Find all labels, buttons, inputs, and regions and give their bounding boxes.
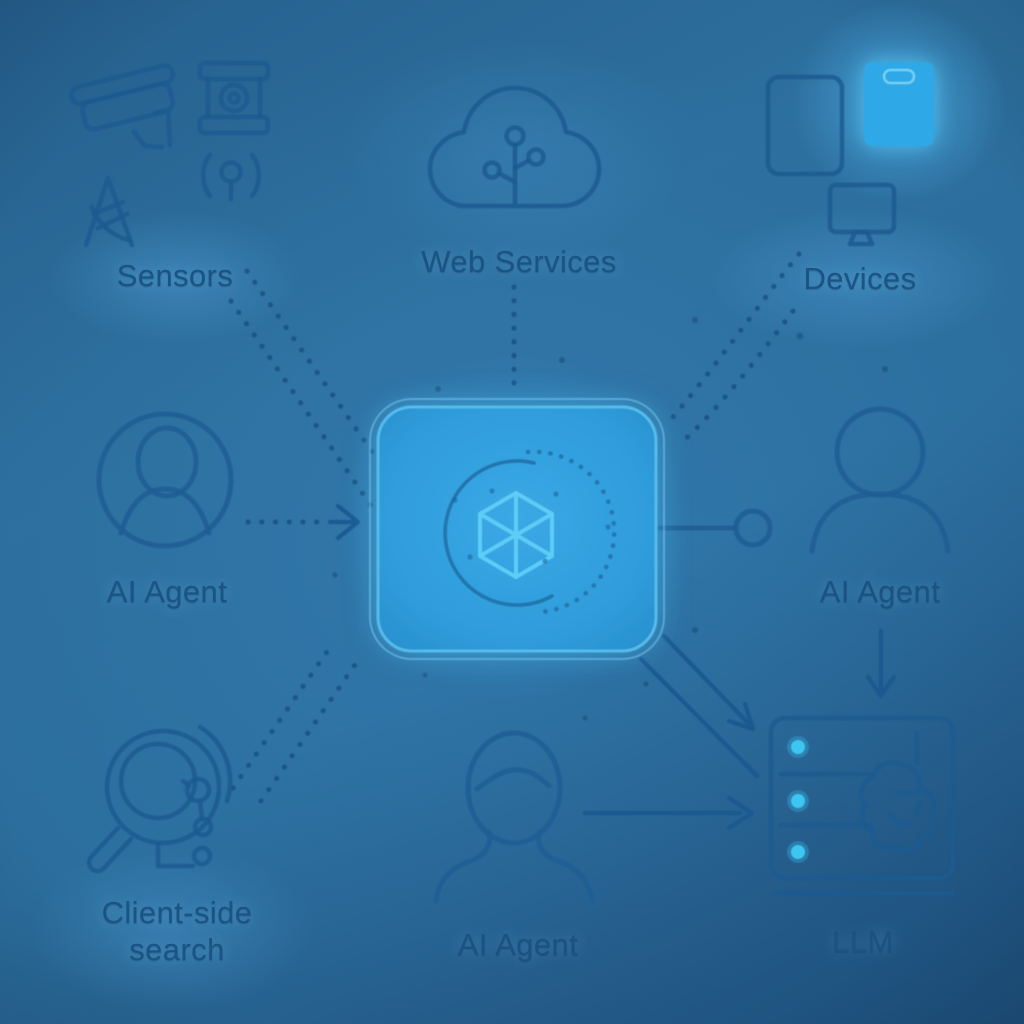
label-sensors: Sensors <box>116 258 234 293</box>
led-dots <box>787 736 809 863</box>
central-hub <box>369 398 665 660</box>
user-circle-icon <box>96 411 234 549</box>
hub-inner-dots <box>452 488 611 564</box>
cube-icon <box>478 491 554 579</box>
connector-aiagent-left-to-hub <box>245 503 361 541</box>
cctv-camera-icon <box>69 63 176 150</box>
wireless-signal-icon <box>201 152 261 202</box>
person-icon <box>809 406 951 554</box>
brain-icon <box>859 730 936 853</box>
monitor-icon <box>827 182 897 247</box>
llm-icons <box>768 715 956 896</box>
canister-icon <box>197 60 271 136</box>
devices-icons <box>765 62 934 247</box>
connector-aiagent-bottom-to-llm <box>582 795 755 831</box>
person-face-icon <box>433 730 595 904</box>
server-icon <box>768 715 956 896</box>
badge-card-icon <box>864 62 934 146</box>
label-client-side-search: Client-side search <box>101 895 253 968</box>
label-ai-agent-right: AI Agent <box>819 574 941 609</box>
label-ai-agent-bottom: AI Agent <box>457 927 579 962</box>
sensors-icons <box>69 60 271 248</box>
tablet-icon <box>765 74 845 177</box>
connector-clientsearch-to-hub <box>230 640 364 804</box>
orbit-arc-dotted <box>525 449 617 615</box>
connector-hub-to-aiagent-right <box>657 508 773 548</box>
connector-aiagent-right-to-llm <box>865 628 897 699</box>
label-llm: LLM <box>832 924 894 959</box>
cloud-circuit-icon <box>427 85 602 209</box>
radio-tower-icon <box>83 175 135 248</box>
connector-devices-to-hub <box>664 251 802 449</box>
label-devices: Devices <box>803 261 917 296</box>
label-web-services: Web Services <box>421 244 617 279</box>
label-ai-agent-left: AI Agent <box>106 574 228 609</box>
orbit-arc-solid <box>443 459 554 607</box>
scatter-dots <box>332 317 888 721</box>
connector-sensors-to-hub <box>228 268 380 513</box>
connector-hub-to-llm <box>638 633 760 779</box>
search-network-icon <box>86 724 233 874</box>
